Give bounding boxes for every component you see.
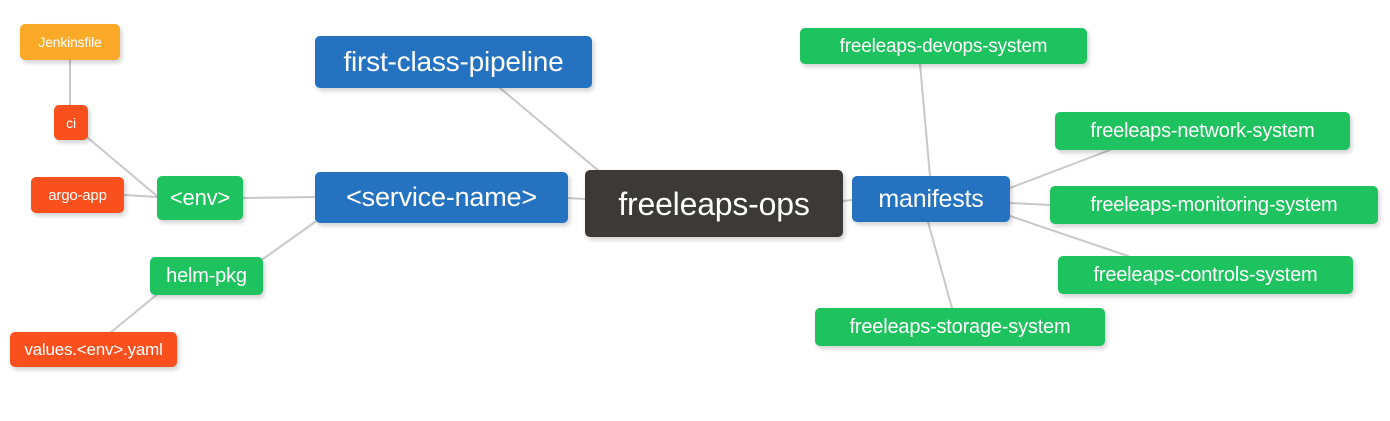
node-label-manifests: manifests: [878, 184, 984, 213]
node-first-class-pipeline[interactable]: first-class-pipeline: [315, 36, 592, 88]
node-label-ci: ci: [66, 114, 76, 131]
edge-argo-app-to-env: [123, 194, 158, 198]
node-freeleaps-devops-system[interactable]: freeleaps-devops-system: [800, 28, 1087, 64]
node-label-freeleaps-monitoring-system: freeleaps-monitoring-system: [1090, 194, 1338, 216]
node-freeleaps-monitoring-system[interactable]: freeleaps-monitoring-system: [1050, 186, 1378, 224]
node-freeleaps-controls-system[interactable]: freeleaps-controls-system: [1058, 256, 1353, 294]
node-values-yaml[interactable]: values.<env>.yaml: [10, 332, 177, 367]
edge-manifests-to-freeleaps-network-system: [1009, 149, 1111, 189]
node-label-freeleaps-storage-system: freeleaps-storage-system: [849, 316, 1071, 338]
node-label-first-class-pipeline: first-class-pipeline: [343, 46, 564, 77]
edge-service-name-to-helm-pkg: [262, 221, 316, 260]
node-label-freeleaps-network-system: freeleaps-network-system: [1090, 120, 1315, 142]
edge-manifests-to-freeleaps-monitoring-system: [1009, 202, 1051, 206]
node-manifests[interactable]: manifests: [852, 176, 1010, 222]
node-label-freeleaps-controls-system: freeleaps-controls-system: [1093, 264, 1318, 286]
node-label-freeleaps-ops: freeleaps-ops: [618, 185, 810, 222]
node-label-service-name: <service-name>: [346, 182, 537, 212]
node-freeleaps-network-system[interactable]: freeleaps-network-system: [1055, 112, 1350, 150]
node-ci[interactable]: ci: [54, 105, 88, 140]
node-env[interactable]: <env>: [157, 176, 243, 220]
node-helm-pkg[interactable]: helm-pkg: [150, 257, 263, 295]
edge-helm-pkg-to-values-yaml: [109, 291, 161, 334]
node-jenkinsfile[interactable]: Jenkinsfile: [20, 24, 120, 60]
node-label-helm-pkg: helm-pkg: [166, 265, 247, 287]
node-freeleaps-storage-system[interactable]: freeleaps-storage-system: [815, 308, 1105, 346]
node-freeleaps-ops[interactable]: freeleaps-ops: [585, 170, 843, 237]
edge-manifests-to-freeleaps-storage-system: [927, 221, 953, 309]
node-label-freeleaps-devops-system: freeleaps-devops-system: [839, 35, 1048, 57]
node-label-values-yaml: values.<env>.yaml: [24, 340, 163, 359]
edge-service-name-to-freeleaps-ops: [567, 197, 586, 200]
node-label-argo-app: argo-app: [48, 186, 107, 204]
edge-freeleaps-ops-to-manifests: [842, 199, 853, 202]
edge-env-to-service-name: [242, 196, 316, 199]
node-label-jenkinsfile: Jenkinsfile: [38, 34, 102, 50]
edge-first-class-pipeline-to-freeleaps-ops: [499, 87, 601, 173]
node-service-name[interactable]: <service-name>: [315, 172, 568, 223]
node-label-env: <env>: [169, 185, 231, 210]
edge-manifests-to-freeleaps-devops-system: [919, 63, 931, 177]
node-argo-app[interactable]: argo-app: [31, 177, 124, 213]
